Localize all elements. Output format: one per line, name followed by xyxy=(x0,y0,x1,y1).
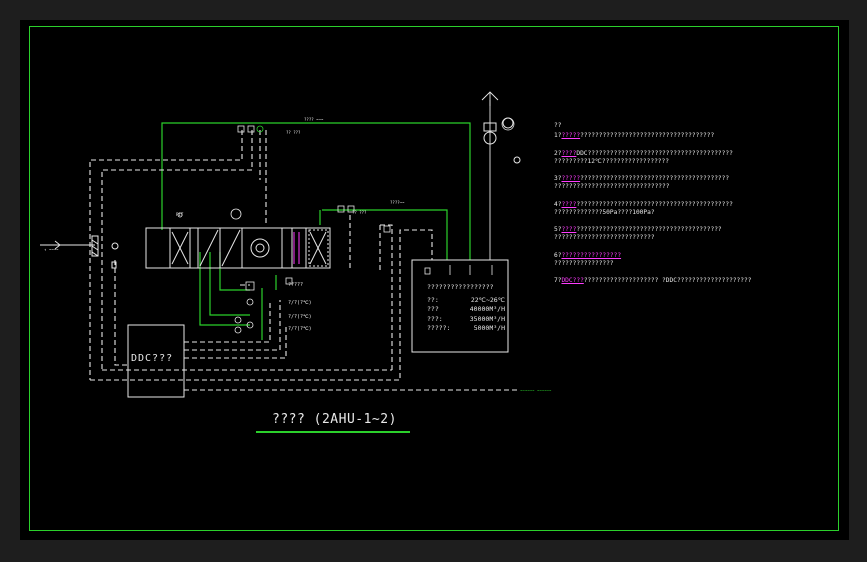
valve-label-1: ????? xyxy=(288,282,304,288)
note-item: 6????????????????? ???????????????? xyxy=(554,251,622,267)
top-valves xyxy=(177,117,515,233)
notes-panel: ?? 1????????????????????????????????????… xyxy=(554,122,839,295)
drawing-border xyxy=(29,26,839,531)
note-item: 7?DDC??????????????????????? ?DDC???????… xyxy=(554,277,752,284)
note-item: 2?????DDC???????????????????????????????… xyxy=(554,149,733,165)
room-box xyxy=(411,259,509,353)
spec-row: ???:35000M³/H xyxy=(427,314,505,323)
valve-label-4: ?/?(?℃) xyxy=(288,326,312,332)
title-underline xyxy=(256,431,410,433)
note-item: 5???????????????????????????????????????… xyxy=(554,226,722,241)
svg-text:???? ~~~: ???? ~~~ xyxy=(304,117,324,122)
spec-row: ???40000M³/H xyxy=(427,305,505,313)
svg-text:?? ???: ?? ??? xyxy=(352,210,367,215)
svg-text:↑ ~~~~: ↑ ~~~~ xyxy=(44,247,59,252)
drawing-canvas[interactable]: ↑ ~~~~ PIT ???? ~~~ ?? ??? ?? ??? ????~~… xyxy=(20,20,849,540)
valve-stack xyxy=(234,277,293,334)
air-lines xyxy=(40,91,499,260)
control-lines xyxy=(89,130,520,391)
green-pipes xyxy=(161,122,471,433)
tiny-labels: ↑ ~~~~ PIT ???? ~~~ ?? ??? ?? ??? ????~~… xyxy=(44,117,552,393)
note-item: 4???????????????????????????????????????… xyxy=(554,200,733,216)
svg-text:????~~: ????~~ xyxy=(390,200,405,205)
ddc-box-label: DDC??? xyxy=(131,353,174,364)
ahu-unit xyxy=(145,227,331,269)
svg-text:?? ???: ?? ??? xyxy=(286,130,301,135)
diagram-title: ???? (2AHU-1~2) xyxy=(272,412,397,427)
coil-marks xyxy=(293,232,300,264)
intake-damper xyxy=(91,235,119,269)
spec-row: ?????:5000M³/H xyxy=(427,324,505,332)
notes-heading: ?? xyxy=(554,122,562,129)
note-item: 1???????????????????????????????????????… xyxy=(554,132,715,139)
svg-text:PIT: PIT xyxy=(176,212,184,217)
schematic-lines: ↑ ~~~~ PIT ???? ~~~ ?? ??? ?? ??? ????~~… xyxy=(40,91,552,433)
spec-box: ????????????????? ??:22℃~26℃ ???40000M³/… xyxy=(427,283,527,334)
valve-label-2: ?/?(?℃) xyxy=(288,300,312,306)
spec-header: ????????????????? xyxy=(427,283,494,291)
valve-label-3: ?/?(?℃) xyxy=(288,314,312,320)
note-item: 3???????????????????????????????????????… xyxy=(554,175,730,190)
ddc-box xyxy=(127,324,185,398)
room-sensors xyxy=(424,265,493,275)
spec-row: ??:22℃~26℃ xyxy=(427,295,505,304)
svg-text:~~~~~~ ~~~~~~: ~~~~~~ ~~~~~~ xyxy=(520,388,552,393)
